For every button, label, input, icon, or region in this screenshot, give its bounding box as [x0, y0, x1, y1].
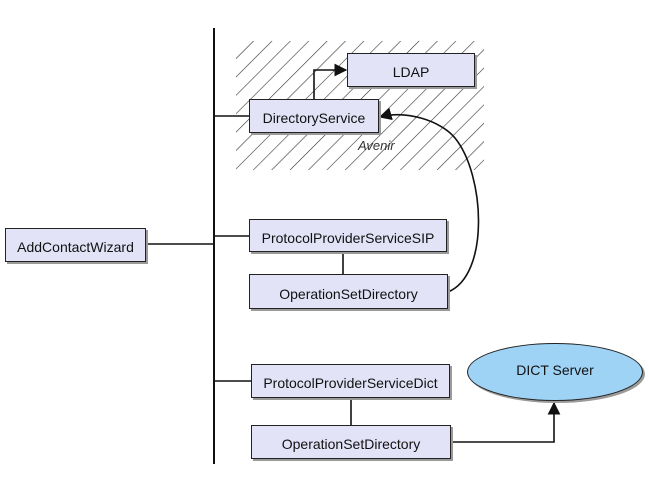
operation-set-directory-sip-label: OperationSetDirectory — [279, 285, 418, 302]
dict-server-label: DICT Server — [516, 362, 594, 378]
protocol-provider-dict-label: ProtocolProviderServiceDict — [263, 375, 438, 391]
opset-to-directory-service-curve-arrow — [378, 107, 480, 293]
add-contact-wizard-node: AddContactWizard — [5, 228, 146, 262]
protocol-provider-dict-node: ProtocolProviderServiceDict — [251, 364, 450, 398]
ldap-node: LDAP — [347, 53, 475, 87]
protocol-provider-sip-label: ProtocolProviderServiceSIP — [261, 229, 435, 246]
directory-service-label: DirectoryService — [262, 110, 366, 126]
dict-server-node: DICT Server — [467, 343, 643, 401]
add-contact-wizard-label: AddContactWizard — [17, 239, 134, 255]
directory-service-to-ldap-arrow — [313, 63, 348, 99]
protocol-provider-sip-node: ProtocolProviderServiceSIP — [249, 219, 447, 252]
ldap-label: LDAP — [392, 64, 430, 80]
directory-service-node: DirectoryService — [249, 99, 379, 133]
operation-set-directory-dict-label: OperationSetDirectory — [281, 436, 421, 452]
operation-set-directory-sip-node: OperationSetDirectory — [249, 274, 448, 309]
future-area-note: Avenir — [358, 138, 395, 153]
operation-set-directory-dict-node: OperationSetDirectory — [251, 425, 451, 459]
opset-dict-to-dict-server-arrow — [451, 401, 561, 443]
